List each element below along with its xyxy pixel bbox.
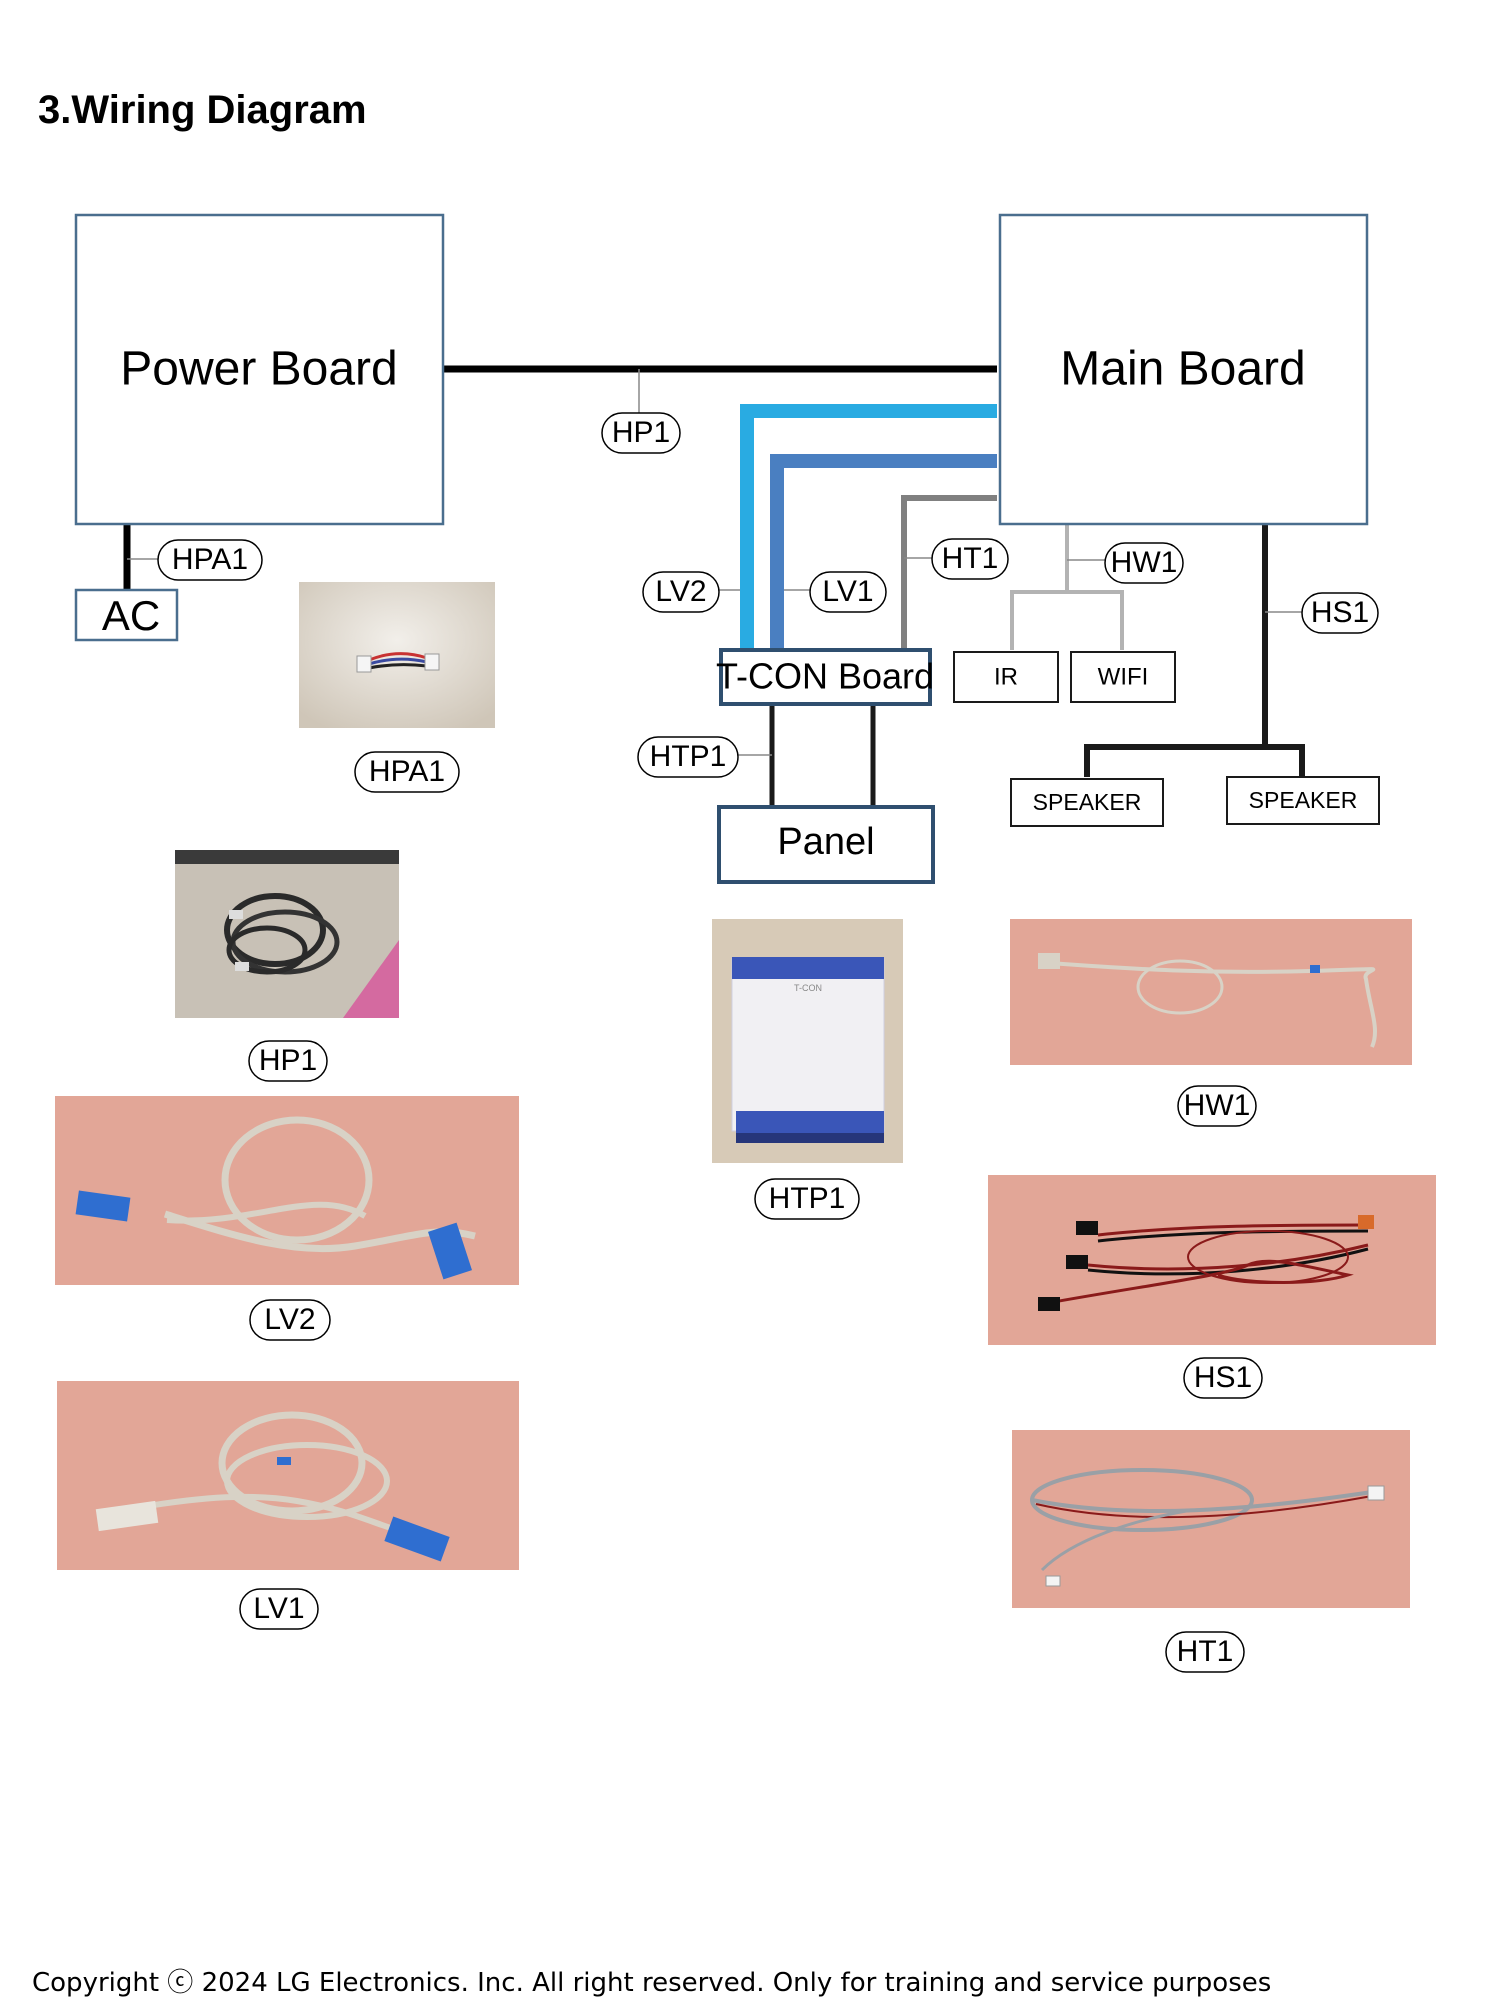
copyright-footer: Copyright ⓒ 2024 LG Electronics. Inc. Al… xyxy=(32,1968,1272,1998)
page-title: 3.Wiring Diagram xyxy=(38,88,367,132)
tcon-board xyxy=(719,648,932,706)
photo-hs1 xyxy=(988,1175,1436,1345)
photo-label-hp1: HP1 xyxy=(248,1040,328,1082)
photo-hw1 xyxy=(1010,919,1412,1065)
speaker-right-label: SPEAKER xyxy=(1249,787,1358,813)
ht1-cable xyxy=(901,495,997,650)
photo-label-lv2: LV2 xyxy=(249,1299,331,1341)
speaker-left-label: SPEAKER xyxy=(1033,789,1142,815)
connector-hpa1: HPA1 xyxy=(157,539,263,581)
connector-ht1: HT1 xyxy=(931,538,1009,580)
photo-label-lv2-text: LV2 xyxy=(264,1303,315,1336)
connector-htp1-label: HTP1 xyxy=(650,740,727,773)
ac-label: AC xyxy=(102,592,160,639)
main-board xyxy=(998,213,1369,526)
wifi-box xyxy=(1070,651,1176,703)
connector-htp1: HTP1 xyxy=(637,736,739,778)
photo-label-lv1-text: LV1 xyxy=(253,1592,304,1625)
wifi-label: WIFI xyxy=(1098,663,1149,690)
photo-label-htp1-text: HTP1 xyxy=(769,1182,846,1215)
ir-label: IR xyxy=(994,663,1018,690)
lv2-cable xyxy=(740,404,997,650)
photo-ht1 xyxy=(1012,1430,1410,1608)
hs1-branch xyxy=(1084,744,1305,777)
photo-label-hw1: HW1 xyxy=(1177,1085,1257,1127)
speaker-right-box xyxy=(1226,776,1380,825)
ac-box xyxy=(74,588,179,642)
connector-lv2-label: LV2 xyxy=(655,575,706,608)
photo-label-hw1-text: HW1 xyxy=(1184,1089,1251,1122)
htp1-ffc-text: T-CON xyxy=(794,983,822,993)
panel-label: Panel xyxy=(777,821,874,863)
speaker-left-box xyxy=(1010,778,1164,827)
hw1-branch xyxy=(1010,590,1124,650)
photo-hpa1 xyxy=(299,582,495,728)
power-board xyxy=(74,213,445,526)
photo-label-htp1: HTP1 xyxy=(754,1178,860,1220)
photo-label-hs1-text: HS1 xyxy=(1194,1361,1252,1394)
photo-label-hpa1-text: HPA1 xyxy=(369,755,445,788)
connector-hpa1-label: HPA1 xyxy=(172,543,248,576)
photo-lv1 xyxy=(57,1381,519,1570)
connector-lv1: LV1 xyxy=(809,571,887,613)
photo-label-ht1: HT1 xyxy=(1165,1631,1245,1673)
connector-hs1: HS1 xyxy=(1301,592,1379,634)
photo-hp1 xyxy=(175,850,399,1018)
connector-lv2: LV2 xyxy=(642,571,720,613)
connector-lv1-label: LV1 xyxy=(822,575,873,608)
connector-hp1: HP1 xyxy=(601,412,681,454)
photo-label-ht1-text: HT1 xyxy=(1177,1635,1234,1668)
connector-hw1-label: HW1 xyxy=(1111,546,1178,579)
connector-hp1-label: HP1 xyxy=(612,416,670,449)
ir-box xyxy=(953,651,1059,703)
photo-label-hpa1: HPA1 xyxy=(354,751,460,793)
photo-label-lv1: LV1 xyxy=(239,1588,319,1630)
photo-label-hp1-text: HP1 xyxy=(259,1044,317,1077)
main-board-label: Main Board xyxy=(1060,343,1305,396)
power-board-label: Power Board xyxy=(120,343,397,396)
photo-htp1: T-CON xyxy=(712,919,903,1163)
lv1-cable xyxy=(770,454,997,650)
tcon-board-label: T-CON Board xyxy=(716,656,934,697)
panel-box xyxy=(717,805,935,884)
photo-label-hs1: HS1 xyxy=(1183,1357,1263,1399)
connector-hw1: HW1 xyxy=(1104,542,1184,584)
connector-ht1-label: HT1 xyxy=(942,542,999,575)
connector-hs1-label: HS1 xyxy=(1311,596,1369,629)
photo-lv2 xyxy=(55,1096,519,1285)
